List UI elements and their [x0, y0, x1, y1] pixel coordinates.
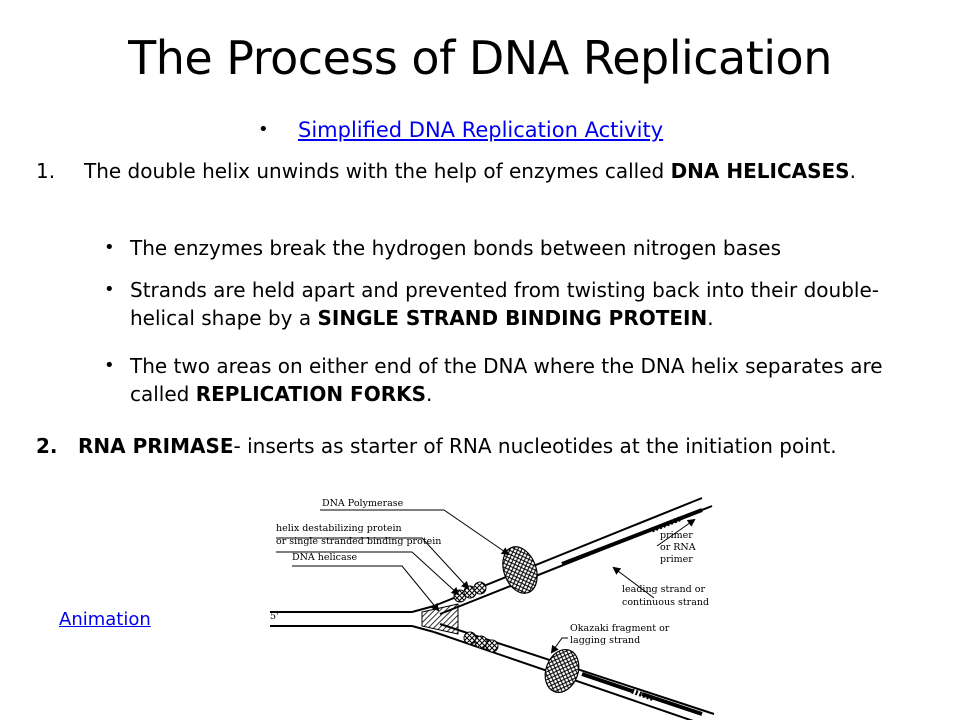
sub-bullet-1: The enzymes break the hydrogen bonds bet…	[130, 236, 781, 260]
label-leading-2: continuous strand	[622, 597, 709, 608]
step2-number: 2.	[36, 434, 58, 458]
dna-replication-diagram: DNA Polymerase helix destabilizing prote…	[270, 497, 715, 720]
bullet-dot: •	[258, 119, 269, 140]
step2-text: RNA PRIMASE- inserts as starter of RNA n…	[78, 434, 837, 458]
lower-fork	[433, 623, 715, 720]
polymerase-upper	[502, 546, 538, 594]
sub-bullet-2: Strands are held apart and prevented fro…	[130, 278, 879, 330]
label-helix-destab-1: helix destabilizing protein	[276, 523, 402, 534]
label-okazaki-1: Okazaki fragment or	[570, 623, 670, 634]
label-helix-destab-2: or single stranded binding protein	[276, 536, 441, 547]
sub-bullet-3: The two areas on either end of the DNA w…	[130, 354, 883, 406]
label-leading-1: leading strand or	[622, 584, 706, 595]
bullet-dot: •	[104, 355, 115, 376]
label-dna-polymerase: DNA Polymerase	[322, 498, 404, 509]
label-primer-2: or RNA	[660, 542, 696, 553]
bullet-dot: •	[104, 279, 115, 300]
label-primer-1: primer	[660, 530, 693, 541]
label-five-prime: 5'	[270, 611, 279, 622]
label-okazaki-2: lagging strand	[570, 635, 640, 646]
parental-duplex	[270, 603, 459, 635]
bullet-dot: •	[104, 237, 115, 258]
step1-number: 1.	[36, 159, 56, 183]
simplified-dna-replication-link[interactable]: Simplified DNA Replication Activity	[298, 118, 664, 142]
label-primer-3: primer	[660, 554, 693, 565]
step1-text: The double helix unwinds with the help o…	[84, 159, 856, 183]
leader-lines	[276, 509, 696, 654]
slide-title: The Process of DNA Replication	[128, 31, 832, 85]
animation-link[interactable]: Animation	[59, 609, 151, 630]
label-dna-helicase: DNA helicase	[292, 552, 357, 563]
polymerase-lower	[544, 649, 580, 693]
